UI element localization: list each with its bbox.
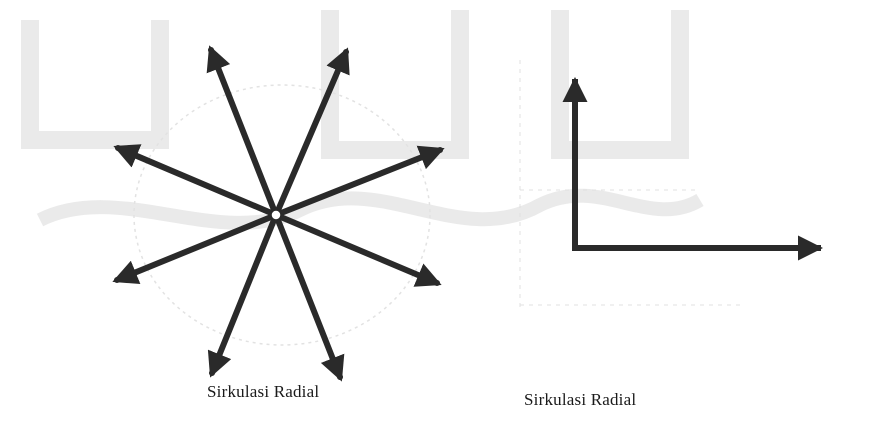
- watermark-calligraphy: [36, 188, 704, 230]
- arrow-up-right: [273, 47, 350, 218]
- arrow-left-lower: [112, 212, 279, 285]
- watermark-logo: [21, 10, 704, 230]
- watermark-circle: [133, 84, 431, 346]
- arrow-up-left: [206, 45, 279, 218]
- arrow-down-right: [273, 212, 345, 382]
- radial-arrow-group: [112, 45, 445, 382]
- caption-right-figure: Sirkulasi Radial: [524, 390, 637, 409]
- radial-center-point: [270, 209, 282, 221]
- watermark-stroke-mid: [321, 10, 469, 159]
- arrow-down-left: [207, 212, 279, 378]
- l-arrow-group: [562, 76, 824, 261]
- watermark-stroke-left: [21, 20, 169, 149]
- caption-left-figure: Sirkulasi Radial: [207, 382, 320, 401]
- arrow-right-upper: [273, 145, 445, 218]
- arrow-left-upper: [113, 144, 279, 218]
- watermark-guides: [519, 60, 740, 310]
- watermark-stroke-right: [551, 10, 689, 159]
- arrow-right-lower: [273, 212, 442, 287]
